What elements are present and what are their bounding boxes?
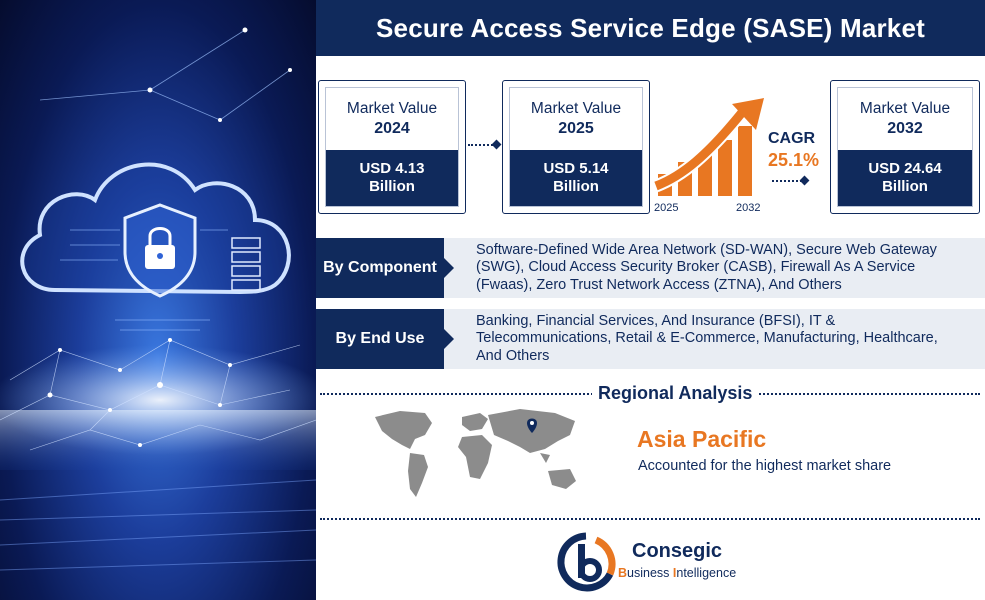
cagr-start-year: 2025 (654, 202, 678, 214)
segment-row-component: By Component Software-Defined Wide Area … (316, 238, 985, 298)
market-value-year: 2032 (887, 120, 923, 137)
market-value-amount: USD 4.13 (359, 160, 425, 177)
market-value-card-2032: Market Value 2032 USD 24.64 Billion (830, 80, 980, 214)
segment-label: By Component (316, 238, 444, 298)
market-value-card-2025: Market Value 2025 USD 5.14 Billion (502, 80, 650, 214)
market-value-unit: Billion (369, 178, 415, 195)
cagr-value: 25.1% (768, 150, 820, 170)
region-name: Asia Pacific (637, 426, 767, 452)
regional-analysis-title: Regional Analysis (592, 383, 759, 404)
market-value-label: Market Value (530, 100, 622, 117)
market-value-card-2024: Market Value 2024 USD 4.13 Billion (318, 80, 466, 214)
cloud-security-illustration (0, 0, 316, 600)
market-value-year: 2025 (558, 120, 594, 137)
consegic-logo (557, 532, 616, 592)
segment-row-end-use: By End Use Banking, Financial Services, … (316, 309, 985, 369)
server-icon (231, 237, 261, 291)
connector-line (468, 144, 500, 146)
market-value-amount: USD 5.14 (543, 160, 609, 177)
market-value-label: Market Value (859, 100, 951, 117)
connector-dot (491, 139, 502, 150)
brand-name: Consegic (632, 540, 723, 562)
cagr-end-year: 2032 (736, 202, 760, 214)
divider (320, 518, 980, 520)
market-value-year: 2024 (374, 120, 410, 137)
page-title: Secure Access Service Edge (SASE) Market (316, 0, 985, 56)
segment-text: Banking, Financial Services, And Insuran… (476, 312, 938, 364)
world-map-icon (375, 409, 576, 497)
market-value-unit: Billion (882, 178, 928, 195)
connector-dot (799, 175, 810, 186)
cloud-lock-icon (145, 227, 175, 269)
cagr-growth-graphic: CAGR 2025 2032 (653, 98, 764, 214)
connector-line (772, 180, 802, 182)
market-value-unit: Billion (553, 178, 599, 195)
cloud-network-graphic (0, 27, 316, 571)
segment-label: By End Use (316, 309, 444, 369)
location-pin-icon (527, 418, 537, 433)
segment-text: Software-Defined Wide Area Network (SD-W… (476, 241, 937, 293)
market-value-label: Market Value (346, 100, 438, 117)
region-description: Accounted for the highest market share (638, 458, 892, 474)
cagr-label: CAGR (768, 130, 816, 147)
brand-tagline: Business Intelligence (618, 566, 737, 580)
market-value-amount: USD 24.64 (868, 160, 942, 177)
